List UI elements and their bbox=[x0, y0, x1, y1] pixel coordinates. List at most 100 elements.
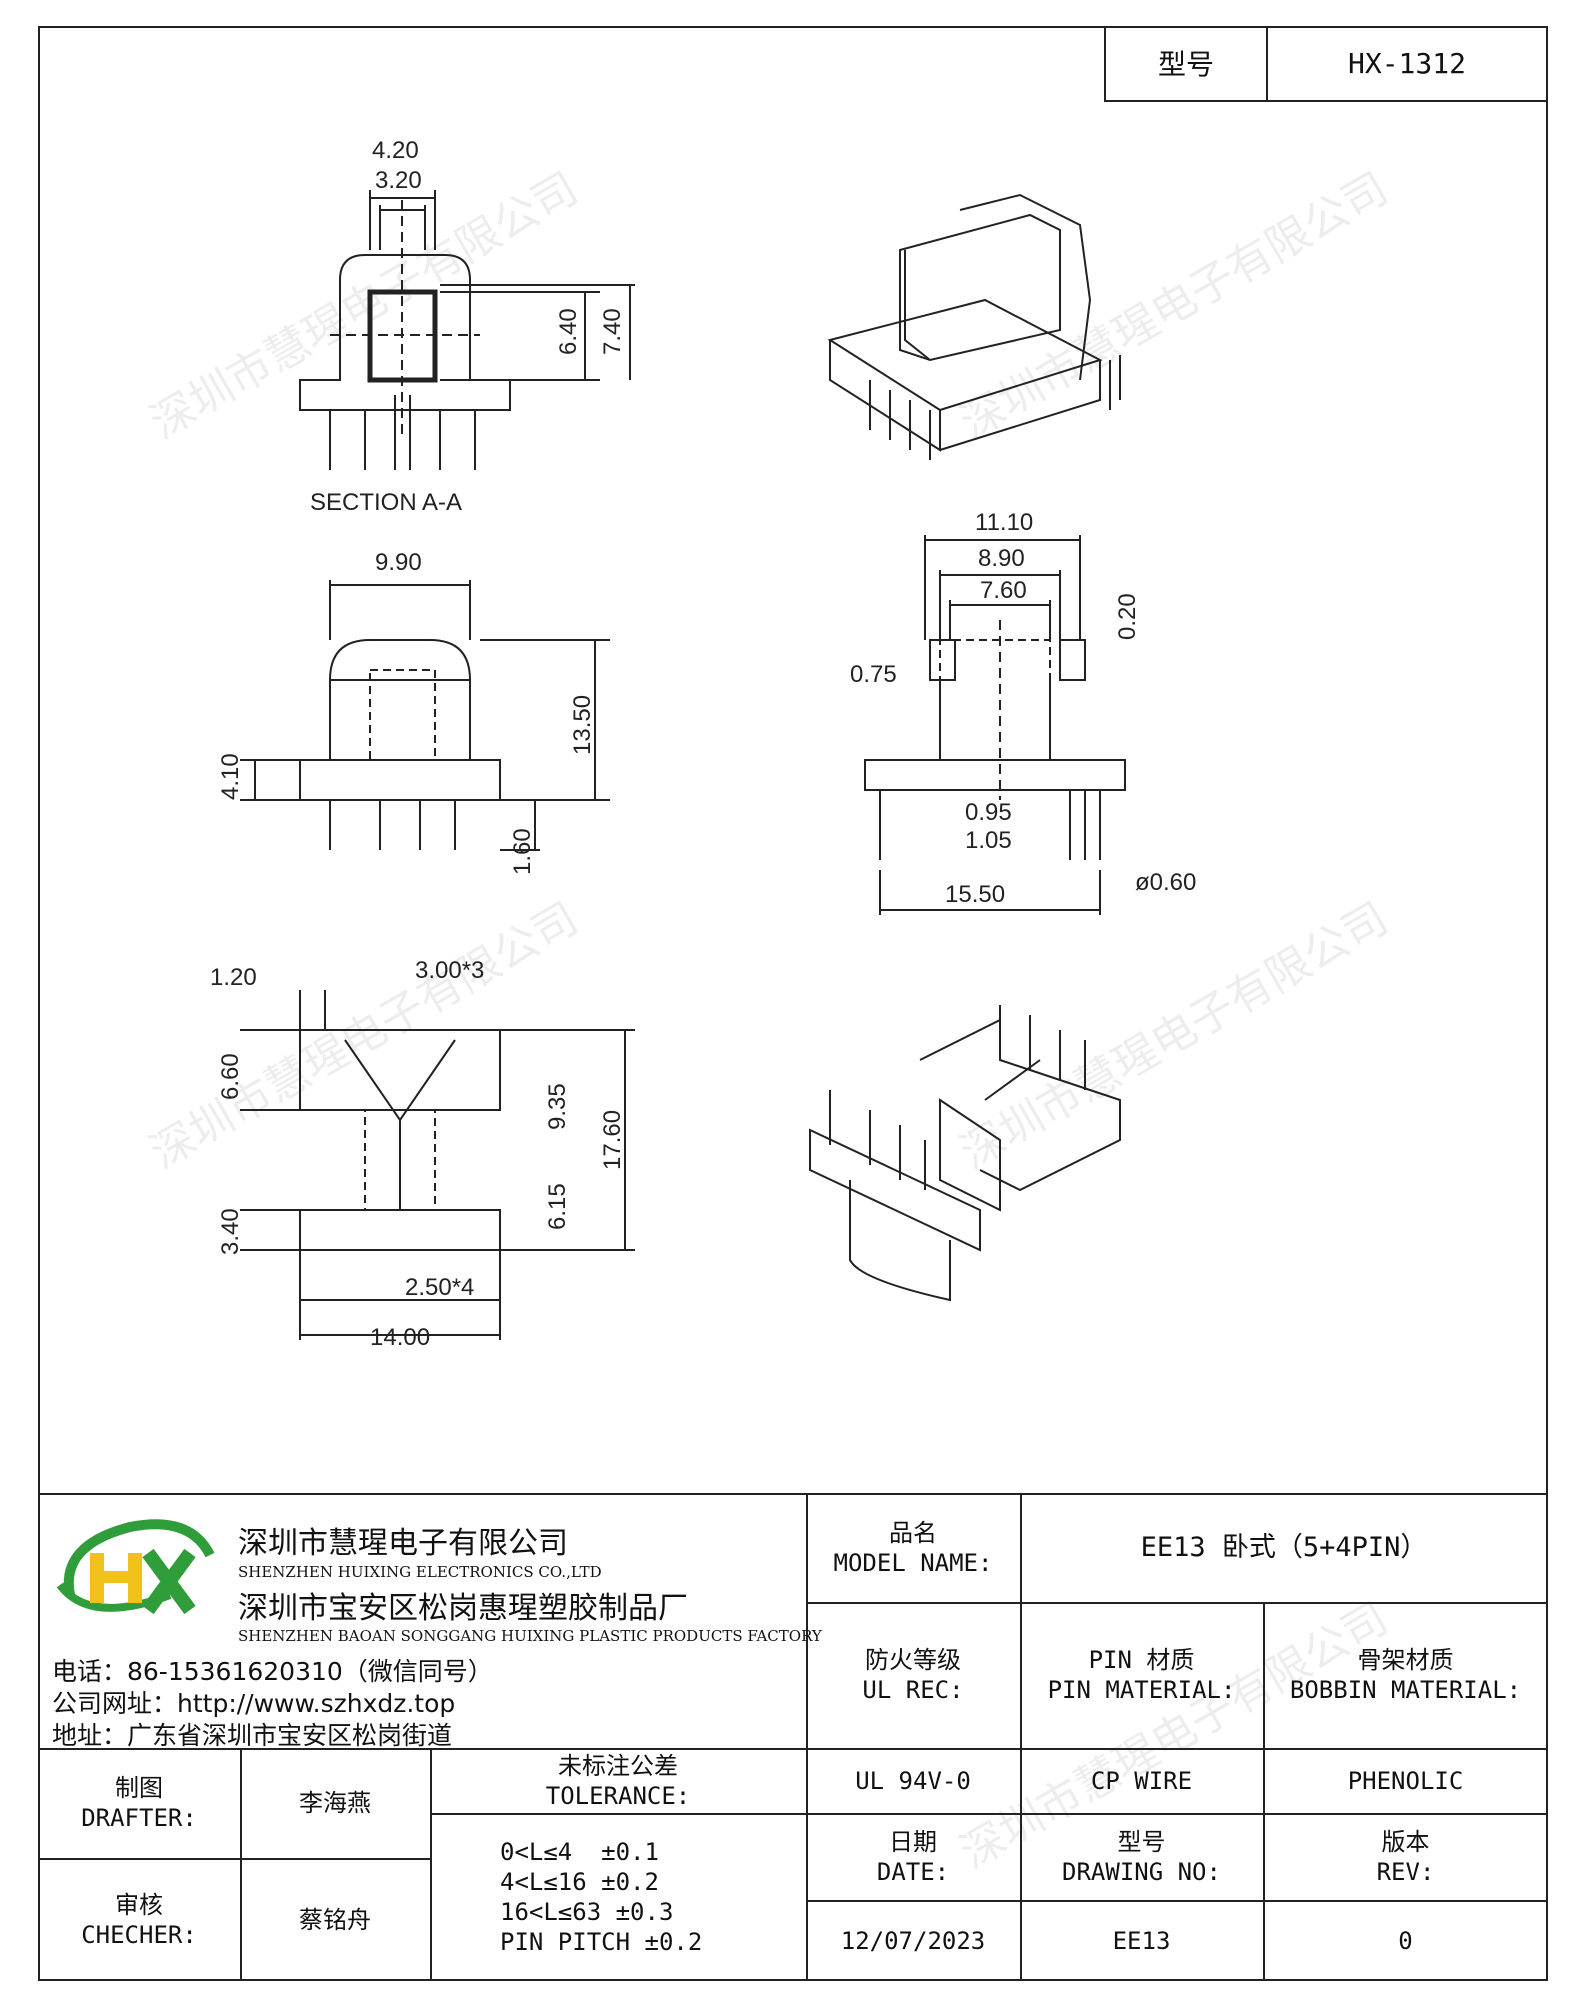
model-name-header: 品名 MODEL NAME: bbox=[806, 1493, 1020, 1602]
dim-6-60: 6.60 bbox=[217, 1053, 244, 1100]
dim-3-00x3: 3.00*3 bbox=[415, 957, 484, 984]
drawing-sheet bbox=[38, 26, 1548, 1981]
rule bbox=[806, 1493, 808, 1981]
rule bbox=[806, 1602, 1548, 1604]
dim-17-60: 17.60 bbox=[599, 1110, 626, 1170]
model-name-en: MODEL NAME: bbox=[833, 1548, 993, 1577]
pin-en: PIN MATERIAL: bbox=[1047, 1676, 1236, 1704]
ul-header: 防火等级 UL REC: bbox=[806, 1602, 1020, 1748]
rule bbox=[1263, 1602, 1265, 1981]
drafter-en: DRAFTER: bbox=[81, 1804, 197, 1832]
dim-6-15: 6.15 bbox=[544, 1183, 571, 1230]
dim-0-95: 0.95 bbox=[965, 799, 1012, 826]
company-logo bbox=[50, 1515, 215, 1625]
dim-14-00: 14.00 bbox=[370, 1324, 430, 1351]
bobbin-en: BOBBIN MATERIAL: bbox=[1289, 1676, 1522, 1704]
rev-header: 版本 REV: bbox=[1263, 1813, 1548, 1900]
drawing-no-header: 型号 DRAWING NO: bbox=[1020, 1813, 1263, 1900]
bottom-view bbox=[240, 990, 635, 1340]
dim-8-90: 8.90 bbox=[978, 545, 1025, 572]
factory-name-en: SHENZHEN BAOAN SONGGANG HUIXING PLASTIC … bbox=[238, 1627, 822, 1645]
tolerance-line: 4<L≤16 ±0.2 bbox=[500, 1868, 659, 1896]
date-en: DATE: bbox=[876, 1857, 950, 1886]
company-name-cn: 深圳市慧瑆电子有限公司 bbox=[238, 1526, 568, 1561]
drafter-header: 制图 DRAFTER: bbox=[38, 1748, 240, 1858]
date-cn: 日期 bbox=[889, 1827, 937, 1856]
rule bbox=[806, 1900, 1548, 1902]
checker-en: CHECHER: bbox=[81, 1920, 197, 1949]
tolerance-en: TOLERANCE: bbox=[545, 1781, 691, 1810]
header-model-box: 型号 HX-1312 bbox=[1104, 26, 1548, 102]
company-website: 公司网址：http://www.szhxdz.top bbox=[52, 1689, 456, 1718]
bobbin-cn: 骨架材质 bbox=[1357, 1646, 1454, 1674]
date-header: 日期 DATE: bbox=[806, 1813, 1020, 1900]
dim-0-75: 0.75 bbox=[850, 661, 897, 688]
dim-3-20: 3.20 bbox=[375, 167, 422, 194]
rev-en: REV: bbox=[1376, 1857, 1435, 1886]
checker-cn: 审核 bbox=[115, 1890, 163, 1919]
tolerance-values: 0<L≤4 ±0.1 4<L≤16 ±0.2 16<L≤63 ±0.3 PIN … bbox=[430, 1813, 806, 1981]
section-label: SECTION A-A bbox=[310, 489, 462, 516]
iso-view-top bbox=[827, 193, 1121, 460]
dim-6-40: 6.40 bbox=[555, 308, 582, 355]
side-view bbox=[864, 535, 1126, 915]
tolerance-header: 未标注公差 TOLERANCE: bbox=[430, 1748, 806, 1813]
technical-drawing: SECTION A-A 4.20 3.20 6.40 7.40 9.90 13.… bbox=[210, 137, 1196, 1351]
iso-view-bottom bbox=[809, 1005, 1121, 1302]
dim-4-20: 4.20 bbox=[372, 137, 419, 164]
dim-9-35: 9.35 bbox=[544, 1083, 571, 1130]
rule bbox=[38, 1493, 1548, 1495]
rule bbox=[240, 1748, 242, 1981]
ul-cn: 防火等级 bbox=[865, 1646, 961, 1674]
dim-7-60: 7.60 bbox=[980, 577, 1027, 604]
rule bbox=[430, 1748, 432, 1981]
rev-value: 0 bbox=[1398, 1926, 1413, 1955]
rule bbox=[38, 1858, 430, 1860]
dim-1-20: 1.20 bbox=[210, 964, 257, 991]
date-value: 12/07/2023 bbox=[840, 1926, 986, 1955]
dim-13-50: 13.50 bbox=[569, 695, 596, 755]
drafter-name: 李海燕 bbox=[299, 1789, 371, 1817]
company-address: 地址：广东省深圳市宝安区松岗街道 bbox=[52, 1721, 453, 1750]
section-a-a-view bbox=[299, 190, 635, 470]
header-model-value: HX-1312 bbox=[1347, 46, 1466, 80]
drawing-no-en: DRAWING NO: bbox=[1062, 1857, 1221, 1886]
rev-cn: 版本 bbox=[1381, 1827, 1430, 1856]
model-name-value: EE13 卧式（5+4PIN） bbox=[1140, 1531, 1428, 1563]
ul-value: UL 94V-0 bbox=[855, 1766, 971, 1795]
drawing-no-cn: 型号 bbox=[1117, 1827, 1166, 1856]
tolerance-line: PIN PITCH ±0.2 bbox=[500, 1928, 703, 1956]
bobbin-header: 骨架材质 BOBBIN MATERIAL: bbox=[1263, 1602, 1548, 1748]
front-view bbox=[240, 580, 610, 851]
factory-name-cn: 深圳市宝安区松岗惠瑆塑胶制品厂 bbox=[238, 1591, 688, 1626]
drafter-cn: 制图 bbox=[115, 1774, 163, 1802]
model-name-cn: 品名 bbox=[889, 1518, 937, 1547]
rule bbox=[1020, 1493, 1022, 1981]
pin-header: PIN 材质 PIN MATERIAL: bbox=[1020, 1602, 1263, 1748]
dim-0-60: ø0.60 bbox=[1135, 869, 1196, 896]
dim-11-10: 11.10 bbox=[975, 509, 1033, 536]
logo-graphic bbox=[56, 1519, 215, 1615]
dim-4-10: 4.10 bbox=[217, 753, 244, 800]
dim-2-50x4: 2.50*4 bbox=[405, 1274, 474, 1301]
rule bbox=[38, 1748, 1548, 1750]
drawing-no-value: EE13 bbox=[1112, 1926, 1171, 1955]
dim-15-50: 15.50 bbox=[945, 881, 1005, 908]
ul-en: UL REC: bbox=[862, 1676, 964, 1704]
company-phone: 电话：86-15361620310（微信同号） bbox=[52, 1657, 493, 1686]
tolerance-line: 16<L≤63 ±0.3 bbox=[500, 1898, 674, 1926]
checker-header: 审核 CHECHER: bbox=[38, 1858, 240, 1981]
rule bbox=[430, 1813, 1548, 1815]
dim-0-20: 0.20 bbox=[1114, 593, 1141, 640]
dim-1-05: 1.05 bbox=[965, 827, 1012, 854]
dim-9-90: 9.90 bbox=[375, 549, 422, 576]
checker-name: 蔡铭舟 bbox=[299, 1905, 371, 1934]
tolerance-line: 0<L≤4 ±0.1 bbox=[500, 1838, 659, 1866]
dim-3-40: 3.40 bbox=[217, 1208, 244, 1255]
tolerance-cn: 未标注公差 bbox=[558, 1751, 678, 1780]
pin-cn: PIN 材质 bbox=[1088, 1646, 1195, 1674]
company-name-en: SHENZHEN HUIXING ELECTRONICS CO.,LTD bbox=[238, 1563, 602, 1581]
pin-material-value: CP WIRE bbox=[1090, 1766, 1193, 1795]
dim-7-40: 7.40 bbox=[599, 308, 626, 355]
bobbin-material-value: PHENOLIC bbox=[1347, 1766, 1464, 1795]
